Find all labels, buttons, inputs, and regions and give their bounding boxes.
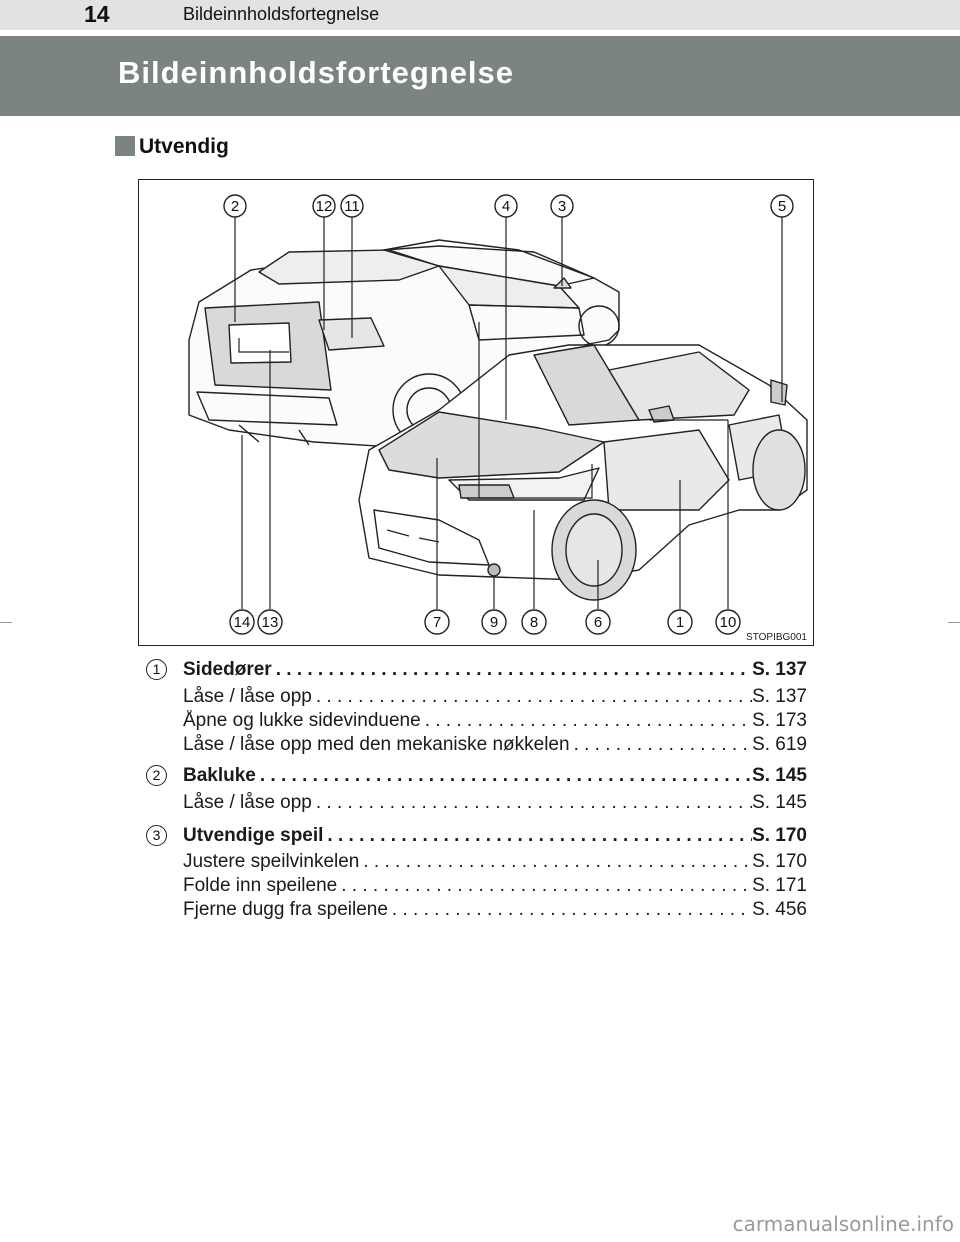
banner-title: Bildeinnholdsfortegnelse [118,55,515,90]
callout-13: 13 [262,614,279,631]
sub-entry-row: Åpne og lukke sidevinduene S. 173 [183,710,807,734]
sub-entry-page[interactable]: S. 145 [752,792,807,813]
entry-title: Utvendige speil [183,825,324,846]
sub-entry-row: Låse / låse opp med den mekaniske nøkkel… [183,734,807,758]
leader-dots [421,710,752,732]
callout-6: 6 [594,614,602,631]
sub-entry-row: Fjerne dugg fra speilene S. 456 [183,899,807,923]
sub-entry-page[interactable]: S. 171 [752,875,807,896]
callout-2: 2 [231,198,239,215]
entry-number-1: 1 [146,659,167,680]
leader-dots [323,825,752,847]
callout-9: 9 [490,614,498,631]
vehicle-exterior-illustration: 2 12 11 4 3 5 14 13 7 9 8 6 1 [138,179,814,646]
title-banner [0,36,960,116]
sub-entry-label: Låse / låse opp med den mekaniske nøkkel… [183,734,570,755]
entry-title-row: Sidedører S. 137 [183,659,807,683]
leader-dots [570,734,753,756]
section-title: Utvendig [139,135,229,158]
sub-entry-row: Folde inn speilene S. 171 [183,875,807,899]
sub-entry-page[interactable]: S. 619 [752,734,807,755]
sub-entry-page[interactable]: S. 173 [752,710,807,731]
entry-page[interactable]: S. 137 [752,659,807,680]
callout-12: 12 [316,198,333,215]
page-number: 14 [84,1,110,27]
entry-title: Bakluke [183,765,256,786]
entry-title-row: Utvendige speil S. 170 [183,825,807,849]
sub-entry-label: Justere speilvinkelen [183,851,360,872]
entry-title: Sidedører [183,659,272,680]
callout-7: 7 [433,614,441,631]
sub-entry-page[interactable]: S. 456 [752,899,807,920]
callout-4: 4 [502,198,510,215]
watermark: carmanualsonline.info [732,1212,954,1236]
section-marker-square [115,136,135,156]
leader-dots [312,792,752,814]
callout-10: 10 [720,614,737,631]
callout-11: 11 [344,198,360,215]
entry-number-3: 3 [146,825,167,846]
callout-1: 1 [676,614,684,631]
leader-dots [256,765,752,787]
sub-entry-label: Låse / låse opp [183,686,312,707]
figure-code: STOPIBG001 [746,632,807,643]
callout-14: 14 [234,614,251,631]
sub-entry-page[interactable]: S. 137 [752,686,807,707]
sub-entry-row: Låse / låse opp S. 137 [183,686,807,710]
vehicle-drawing: 2 12 11 4 3 5 14 13 7 9 8 6 1 [188,194,808,635]
sub-entry-label: Fjerne dugg fra speilene [183,899,388,920]
entry-number-2: 2 [146,765,167,786]
sub-entry-label: Folde inn speilene [183,875,338,896]
leader-dots [312,686,752,708]
header-strip [0,0,960,34]
callout-8: 8 [530,614,538,631]
running-title: Bildeinnholdsfortegnelse [183,4,380,24]
crop-mark-right [948,622,960,623]
leader-dots [359,851,752,873]
entry-page[interactable]: S. 145 [752,765,807,786]
leader-dots [272,659,752,681]
sub-entry-page[interactable]: S. 170 [752,851,807,872]
entry-title-row: Bakluke S. 145 [183,765,807,789]
sub-entry-label: Låse / låse opp [183,792,312,813]
leader-dots [337,875,752,897]
crop-mark-left [0,622,12,623]
sub-entry-label: Åpne og lukke sidevinduene [183,710,421,731]
callout-3: 3 [558,198,566,215]
callout-5: 5 [778,198,786,215]
sub-entry-row: Låse / låse opp S. 145 [183,792,807,816]
sub-entry-row: Justere speilvinkelen S. 170 [183,851,807,875]
leader-dots [388,899,752,921]
entry-page[interactable]: S. 170 [752,825,807,846]
